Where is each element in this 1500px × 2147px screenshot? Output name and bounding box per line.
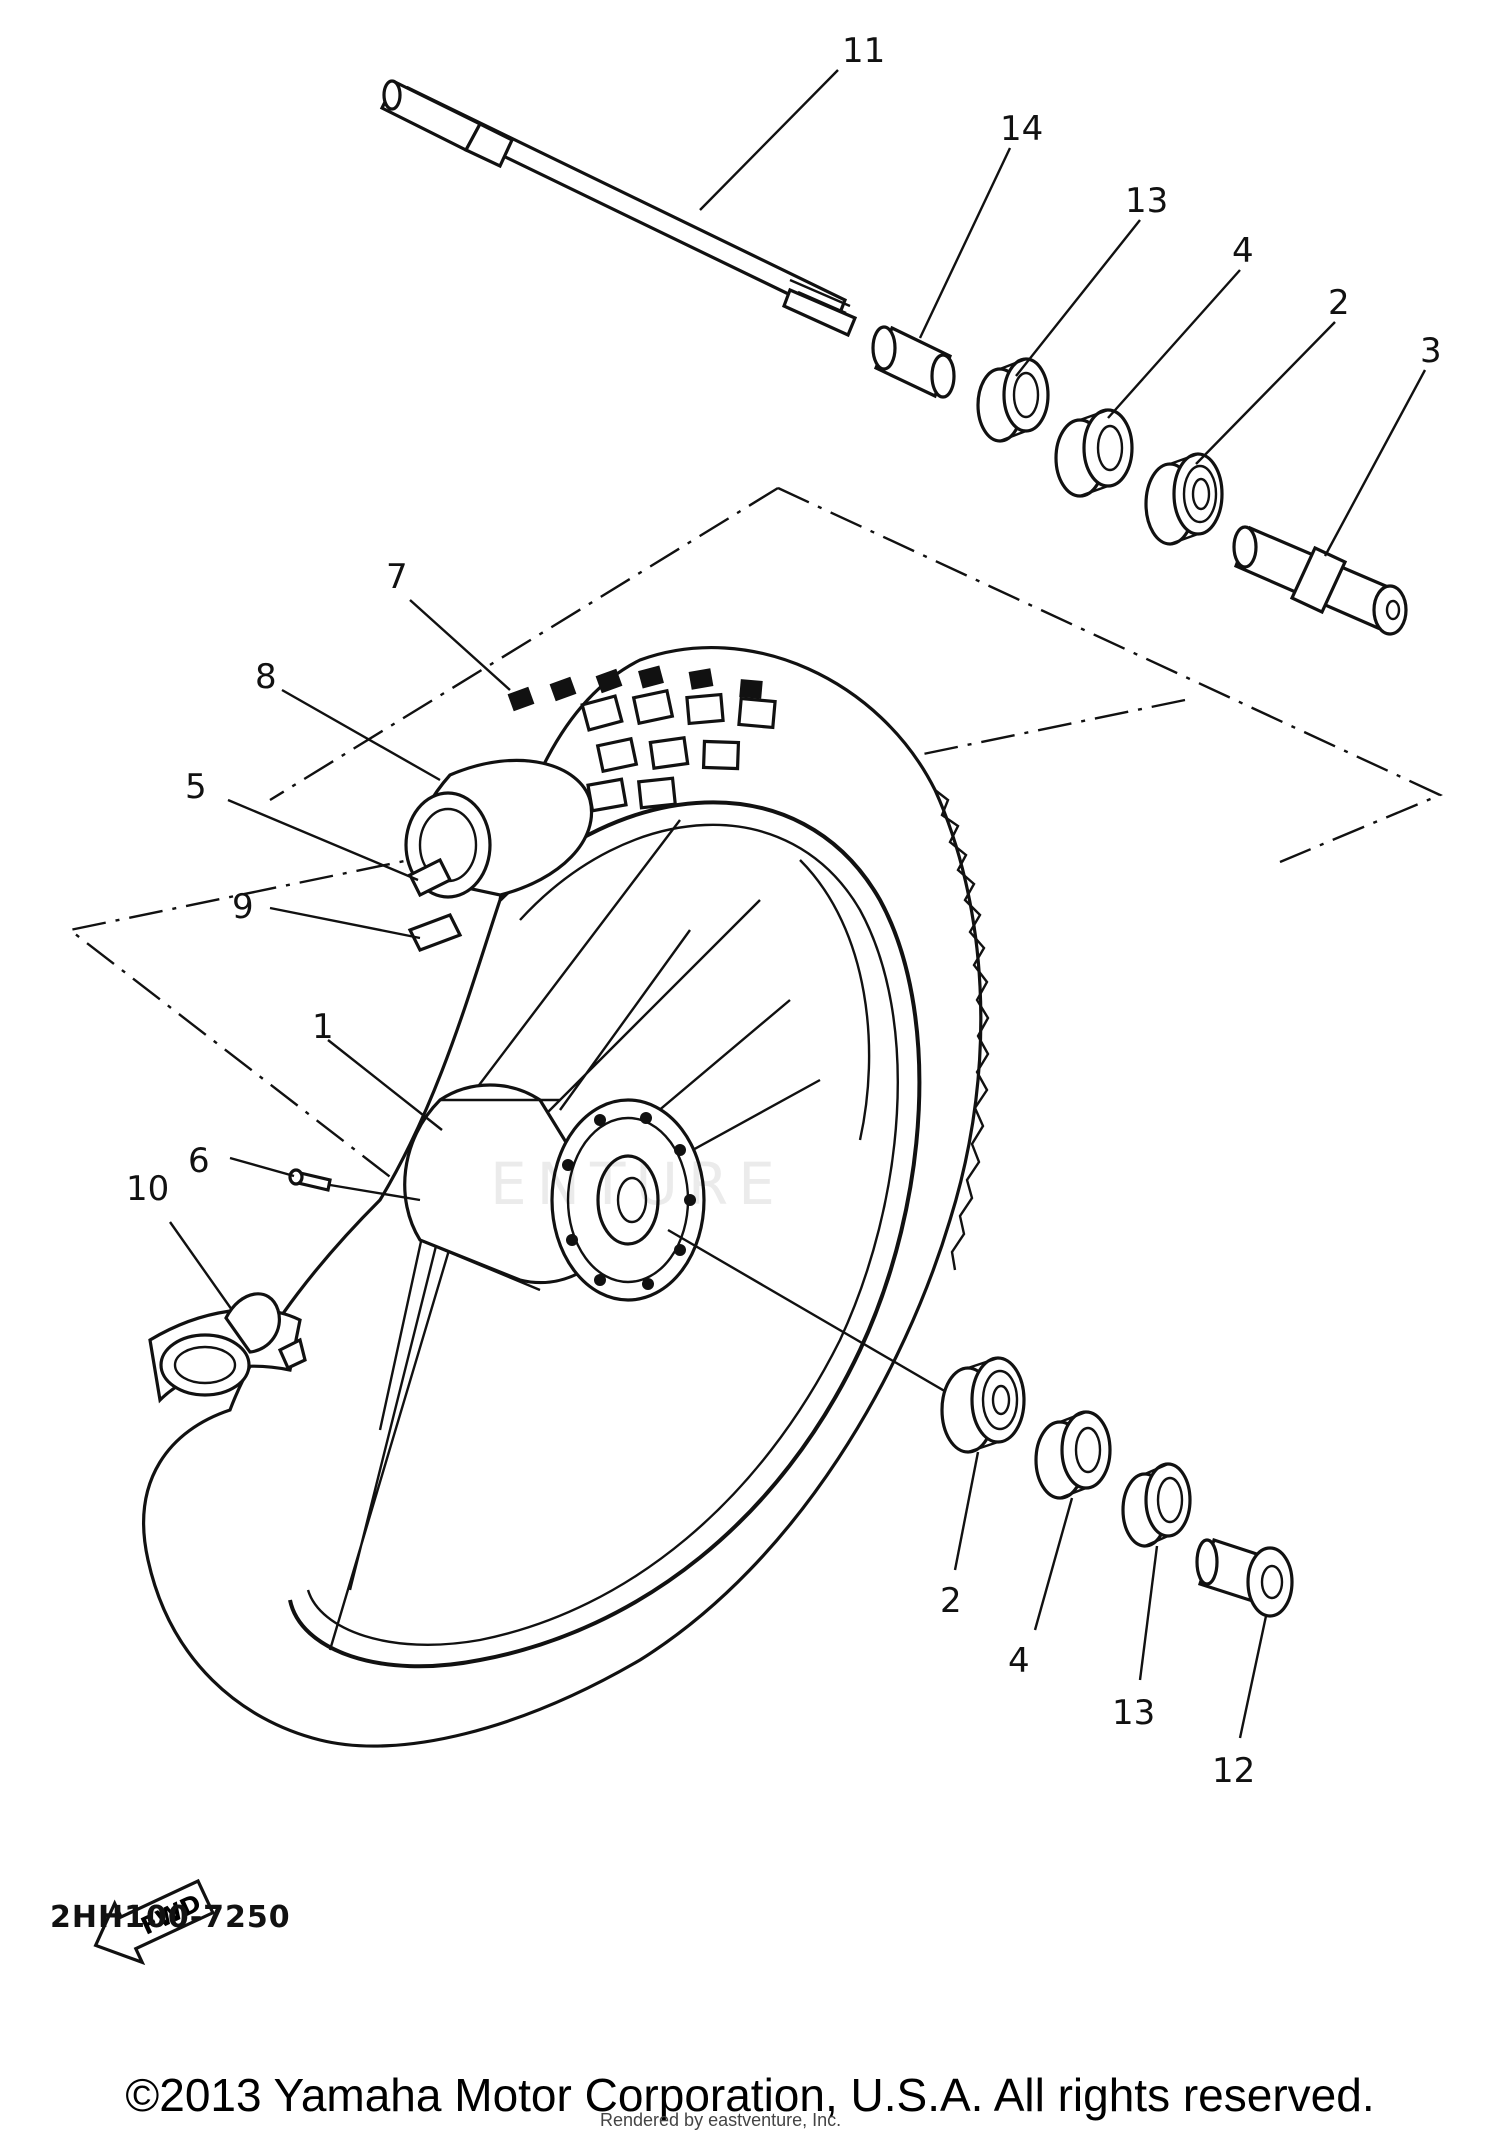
callout-14: 14: [1000, 109, 1043, 149]
bearing-upper: [1144, 452, 1224, 546]
leader-lines: [169, 69, 1427, 1739]
callout-4-lower: 4: [1008, 1641, 1030, 1681]
spoke-nipple: [288, 1168, 421, 1202]
callout-2-lower: 2: [940, 1581, 962, 1621]
callout-2: 2: [1328, 283, 1350, 323]
dust-seal-upper: [976, 357, 1050, 443]
valve-cap: [224, 1292, 307, 1371]
copyright-notice: ©2013 Yamaha Motor Corporation, U.S.A. A…: [125, 2069, 1375, 2121]
callout-numbers: 11 14 13 4 2 3 7 8 5 9 1 6 10 2 4 13 12: [126, 31, 1442, 1791]
rim-lock: [407, 857, 463, 953]
callout-6: 6: [188, 1141, 210, 1181]
collar: [871, 325, 956, 399]
callout-8: 8: [255, 657, 277, 697]
callout-11: 11: [842, 31, 885, 71]
axle-centerline: [667, 1228, 961, 1402]
callout-10: 10: [126, 1169, 169, 1209]
bearing-lower: [940, 1356, 1026, 1454]
callout-5: 5: [185, 767, 207, 807]
callout-9: 9: [232, 887, 254, 927]
callout-1: 1: [312, 1007, 334, 1047]
dust-seal-lower: [1121, 1462, 1192, 1548]
diagram-code: 2HH100-7250: [50, 1900, 291, 1935]
callout-13-lower: 13: [1112, 1693, 1155, 1733]
callout-3: 3: [1420, 331, 1442, 371]
hub: [403, 1083, 706, 1302]
oil-seal-upper: [1054, 408, 1134, 498]
credit-line: Rendered by eastventure, Inc.: [600, 2110, 842, 2130]
oil-seal-lower: [1034, 1410, 1112, 1500]
callout-13: 13: [1125, 181, 1168, 221]
callout-12: 12: [1212, 1751, 1255, 1791]
axle: [379, 79, 858, 338]
watermark: ENTURE: [490, 1150, 785, 1218]
spacer-flange: [1232, 525, 1408, 636]
collar-lower: [1195, 1537, 1294, 1618]
callout-7: 7: [386, 557, 408, 597]
callout-4: 4: [1232, 231, 1254, 271]
